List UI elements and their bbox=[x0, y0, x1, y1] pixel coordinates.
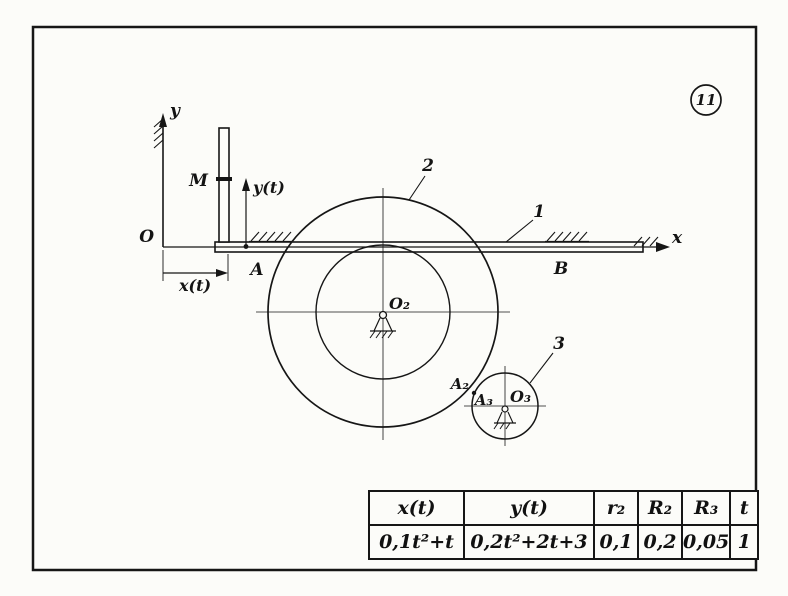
dimension-y-arrow-icon bbox=[242, 178, 250, 191]
x-axis-arrow-icon bbox=[656, 242, 670, 252]
vertical-rod bbox=[218, 127, 230, 243]
point-a-label: A bbox=[248, 260, 263, 280]
table-value-row: 0,1t²+t 0,2t²+2t+3 0,1 0,2 0,05 1 bbox=[368, 524, 760, 560]
pivot-o3-pin bbox=[501, 405, 509, 413]
dimension-x-arrow-icon bbox=[216, 269, 228, 277]
table-value-t: 1 bbox=[729, 524, 760, 560]
gear2-inner-circle bbox=[315, 244, 451, 380]
center-o3-label: O₃ bbox=[510, 387, 531, 406]
y-axis-arrow-icon bbox=[159, 113, 167, 127]
part-3-label: 3 bbox=[553, 334, 565, 354]
pivot-support-o3 bbox=[493, 405, 516, 430]
point-m-marker bbox=[216, 177, 232, 181]
figure-number-badge: 11 bbox=[690, 84, 722, 116]
dimension-y-base-dot bbox=[243, 244, 249, 249]
axis-end-hatching bbox=[633, 236, 659, 247]
guide-left bbox=[249, 231, 293, 243]
point-m-label: M bbox=[188, 171, 209, 191]
pivot-o2-hatching bbox=[369, 330, 394, 339]
leader-part-3 bbox=[529, 352, 554, 384]
origin-label: O bbox=[139, 227, 154, 247]
pivot-o2-legs bbox=[373, 317, 393, 332]
leader-part-2 bbox=[408, 175, 426, 201]
table-value-R3: 0,05 bbox=[680, 524, 732, 560]
dimension-y-t bbox=[242, 178, 250, 249]
parameters-table: x(t) y(t) r₂ R₂ R₃ t 0,1t²+t 0,2t²+2t+3 … bbox=[368, 490, 760, 560]
table-header-r2: r₂ bbox=[593, 490, 639, 526]
table-value-yt: 0,2t²+2t+3 bbox=[463, 524, 595, 560]
coordinate-axes bbox=[153, 113, 670, 252]
gear-2 bbox=[256, 188, 510, 440]
gear-contact-point bbox=[471, 390, 477, 396]
table-value-R2: 0,2 bbox=[637, 524, 683, 560]
pivot-support-o2 bbox=[369, 310, 396, 339]
dimension-x-label: x(t) bbox=[178, 276, 211, 295]
gear-3 bbox=[464, 366, 546, 446]
point-b-label: B bbox=[553, 259, 568, 279]
table-header-xt: x(t) bbox=[368, 490, 465, 526]
center-o2-label: O₂ bbox=[389, 294, 410, 313]
figure-number: 11 bbox=[696, 91, 717, 109]
table-header-R3: R₃ bbox=[680, 490, 732, 526]
gear2-outer-circle bbox=[267, 196, 499, 428]
y-axis-label: y bbox=[169, 101, 181, 121]
table-value-xt: 0,1t²+t bbox=[368, 524, 465, 560]
y-axis-wall-hatching bbox=[153, 118, 164, 149]
table-header-t: t bbox=[729, 490, 760, 526]
part-1-label: 1 bbox=[533, 202, 545, 222]
part-2-label: 2 bbox=[421, 156, 434, 176]
dimension-y-label: y(t) bbox=[252, 178, 285, 197]
table-header-yt: y(t) bbox=[463, 490, 595, 526]
figure-number-circle bbox=[690, 84, 722, 116]
table-header-row: x(t) y(t) r₂ R₂ R₃ t bbox=[368, 490, 760, 526]
guide-right bbox=[545, 231, 589, 243]
pivot-o3-hatching bbox=[493, 422, 511, 430]
point-a3-label: A₃ bbox=[473, 391, 494, 409]
pivot-o3-legs bbox=[496, 411, 514, 424]
guide-left-hatching bbox=[250, 231, 292, 242]
point-a2-label: A₂ bbox=[449, 375, 470, 393]
pivot-o2-pin bbox=[378, 310, 388, 320]
guide-right-hatching bbox=[546, 231, 588, 242]
table-header-R2: R₂ bbox=[637, 490, 683, 526]
x-axis-label: x bbox=[671, 228, 683, 248]
sheet-frame bbox=[31, 25, 758, 572]
dimension-x-t bbox=[162, 250, 229, 281]
leader-part-1 bbox=[505, 219, 534, 243]
gear3-circle bbox=[471, 372, 539, 440]
table-value-r2: 0,1 bbox=[593, 524, 639, 560]
